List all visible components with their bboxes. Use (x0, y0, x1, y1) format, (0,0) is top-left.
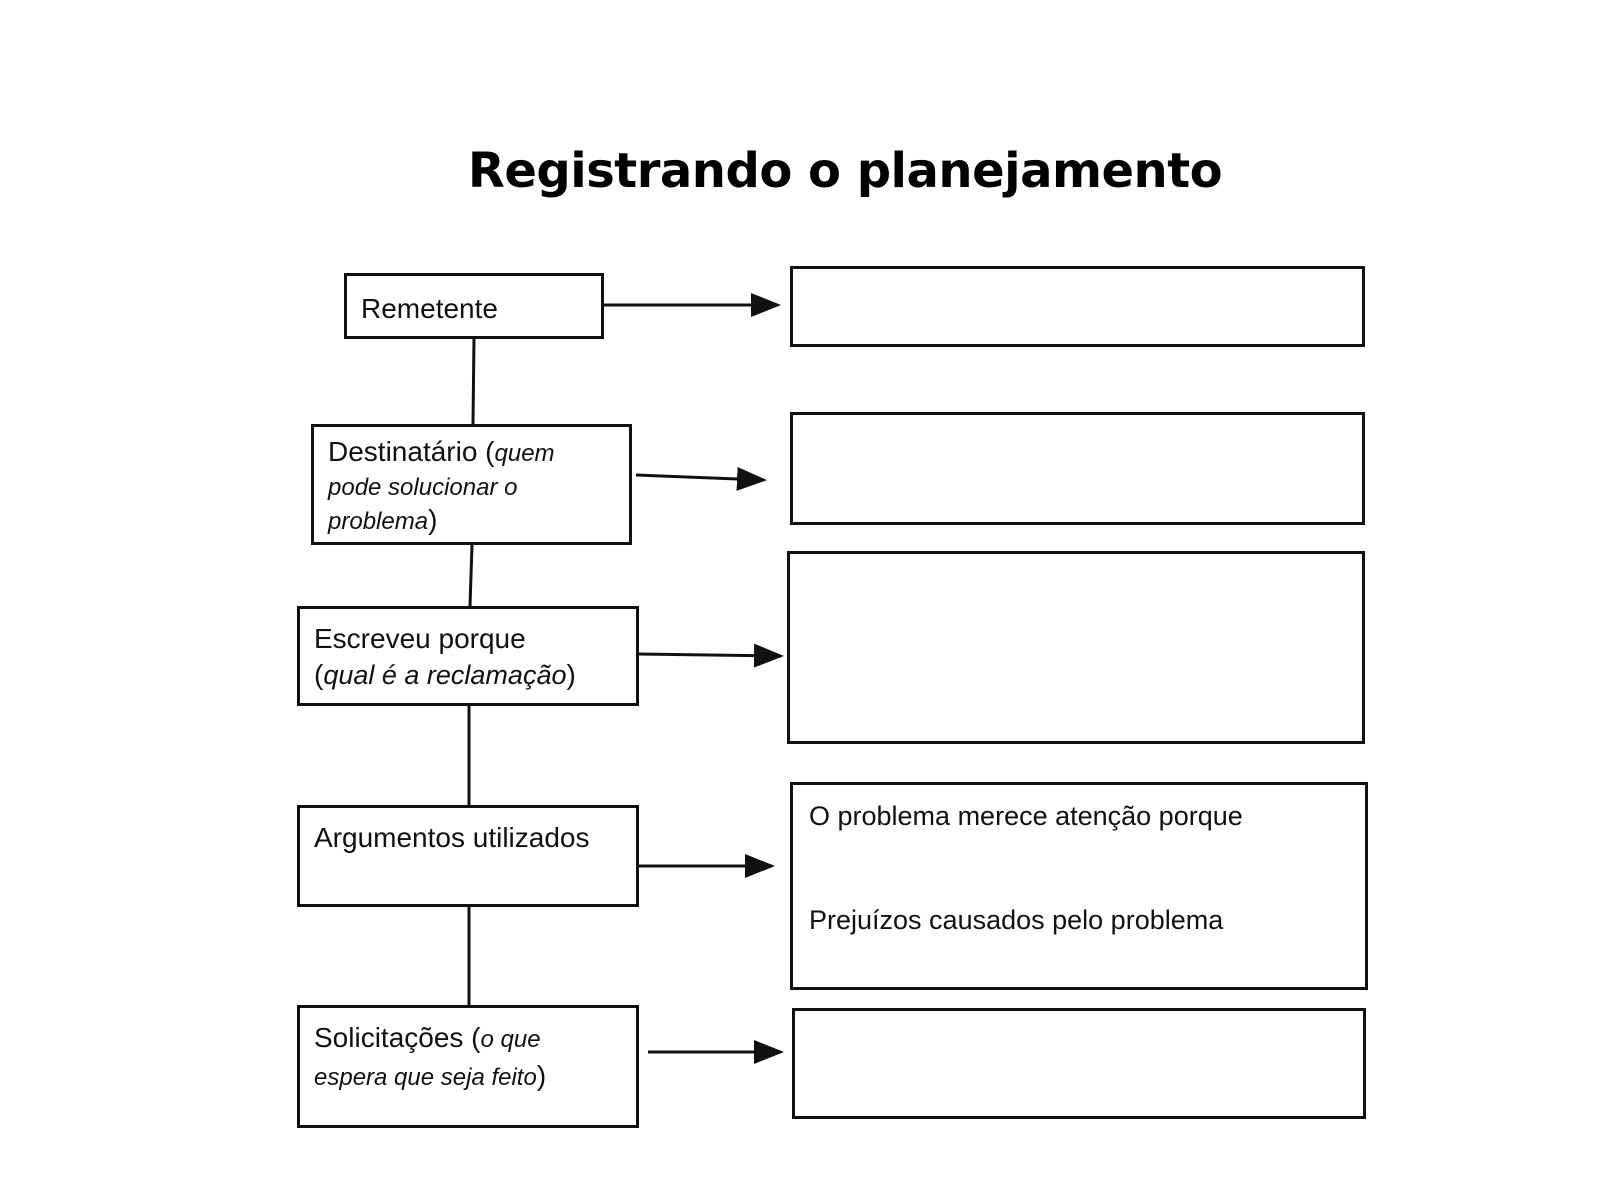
box-escreveu-porque: Escreveu porque (qual é a reclamação) (297, 606, 639, 706)
destinatario-italic-line3: problema (328, 508, 429, 535)
box-solicitacoes: Solicitações (o que espera que seja feit… (297, 1005, 639, 1128)
box-argumentos-utilizados: Argumentos utilizados (297, 805, 639, 907)
destinatario-label: Destinatário (328, 436, 478, 467)
answer-box-destinatario[interactable] (790, 412, 1365, 525)
arrow-escreveu (637, 643, 784, 668)
destinatario-italic-line1: quem (494, 440, 555, 467)
solicitacoes-italic-line2: espera que seja feito (314, 1064, 537, 1091)
argumentos-label: Argumentos utilizados (314, 822, 590, 853)
remetente-label: Remetente (361, 293, 498, 324)
answer-argumentos-line1: O problema merece atenção porque (809, 801, 1243, 831)
escreveu-open-paren: ( (314, 659, 324, 690)
answer-box-escreveu-porque[interactable] (787, 551, 1365, 744)
escreveu-label: Escreveu porque (314, 623, 526, 654)
connector-destinatario-escreveu (468, 544, 474, 607)
answer-box-argumentos[interactable]: O problema merece atenção porque Prejuíz… (790, 782, 1368, 990)
escreveu-italic: qual é a reclamação (323, 660, 567, 690)
solicitacoes-open-paren: ( (463, 1022, 481, 1053)
answer-box-solicitacoes[interactable] (792, 1008, 1366, 1119)
escreveu-close-paren: ) (566, 659, 576, 690)
box-remetente: Remetente (344, 273, 604, 339)
solicitacoes-close-paren: ) (536, 1060, 547, 1091)
arrow-destinatario (635, 466, 767, 491)
destinatario-italic-line2: pode solucionar o (328, 474, 518, 501)
destinatario-open-paren: ( (477, 436, 495, 467)
box-destinatario: Destinatário (quem pode solucionar o pro… (311, 424, 632, 545)
page-title: Registrando o planejamento (467, 143, 1223, 199)
solicitacoes-label: Solicitações (314, 1022, 464, 1053)
connector-remetente-destinatario (471, 337, 476, 425)
answer-argumentos-line2: Prejuízos causados pelo problema (809, 905, 1224, 935)
answer-box-remetente[interactable] (790, 266, 1365, 347)
solicitacoes-italic-line1: o que (480, 1026, 541, 1053)
destinatario-close-paren: ) (428, 504, 438, 535)
